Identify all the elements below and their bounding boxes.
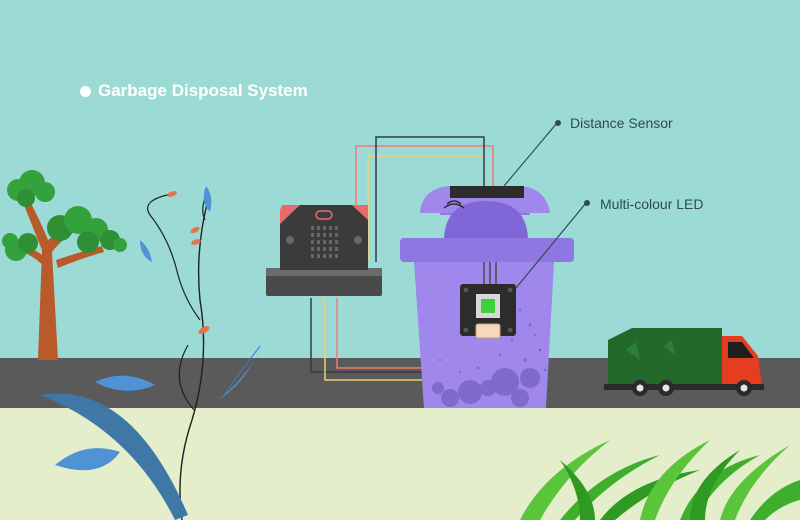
button-a xyxy=(286,236,294,244)
led-leader-dot xyxy=(584,200,590,206)
led-matrix xyxy=(311,226,338,258)
title-bullet-icon xyxy=(80,85,91,97)
wire-red-left xyxy=(355,145,494,262)
diagram-title: Garbage Disposal System xyxy=(80,80,308,102)
led-module xyxy=(460,262,516,339)
label-distance-sensor: Distance Sensor xyxy=(570,115,673,131)
bin-lid xyxy=(400,238,574,262)
sky xyxy=(0,0,800,360)
distance-sensor xyxy=(443,186,524,209)
wire-dark-left xyxy=(375,136,485,262)
button-b xyxy=(354,236,362,244)
led-light xyxy=(481,299,495,313)
tree xyxy=(2,170,127,360)
dark-blue-leaf xyxy=(40,393,188,520)
blue-leaf-left xyxy=(95,375,155,391)
microbit-logo xyxy=(315,210,333,220)
led-leader-line xyxy=(515,202,587,289)
grass-blades xyxy=(520,440,800,520)
wires xyxy=(310,136,501,381)
garbage-pile xyxy=(432,368,540,407)
microbit-board xyxy=(266,205,382,296)
title-text: Garbage Disposal System xyxy=(98,81,308,100)
vine-plant xyxy=(40,186,262,520)
grass-ground xyxy=(0,408,800,520)
label-multi-colour-led: Multi-colour LED xyxy=(600,196,704,212)
blue-leaf-bottom xyxy=(55,448,120,471)
distance-sensor-leader-dot xyxy=(555,120,561,126)
garbage-truck xyxy=(604,328,764,396)
distance-sensor-leader-line xyxy=(503,122,558,187)
